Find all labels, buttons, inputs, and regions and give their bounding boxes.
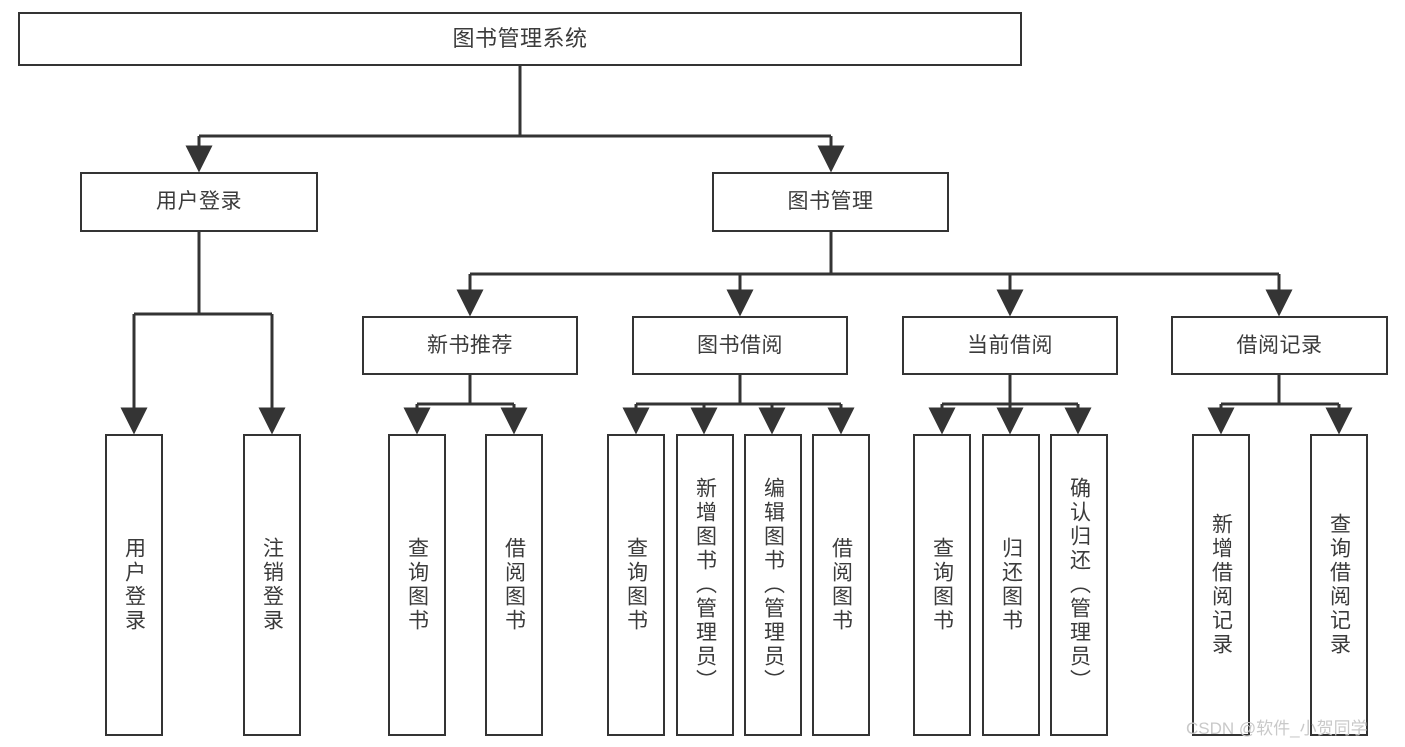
node-leaf-borrow-book-1-label: 借阅图书	[502, 537, 526, 633]
node-leaf-query-book-2[interactable]: 查询图书	[607, 434, 665, 736]
node-user-login-label: 用户登录	[156, 190, 242, 214]
node-leaf-query-record-label: 查询借阅记录	[1327, 513, 1351, 657]
node-leaf-return-book[interactable]: 归还图书	[982, 434, 1040, 736]
node-leaf-confirm-return[interactable]: 确认归还（管理员）	[1050, 434, 1108, 736]
node-leaf-borrow-book-1[interactable]: 借阅图书	[485, 434, 543, 736]
node-leaf-add-record[interactable]: 新增借阅记录	[1192, 434, 1250, 736]
node-leaf-borrow-book-2-label: 借阅图书	[829, 537, 853, 633]
node-leaf-query-book-1[interactable]: 查询图书	[388, 434, 446, 736]
node-leaf-query-book-2-label: 查询图书	[624, 537, 648, 633]
node-book-borrow[interactable]: 图书借阅	[632, 316, 848, 375]
node-book-manage[interactable]: 图书管理	[712, 172, 949, 232]
node-root[interactable]: 图书管理系统	[18, 12, 1022, 66]
node-leaf-query-book-3[interactable]: 查询图书	[913, 434, 971, 736]
node-leaf-edit-book-label: 编辑图书（管理员）	[761, 477, 785, 693]
node-leaf-borrow-book-2[interactable]: 借阅图书	[812, 434, 870, 736]
node-leaf-add-book-label: 新增图书（管理员）	[693, 477, 717, 693]
node-leaf-edit-book[interactable]: 编辑图书（管理员）	[744, 434, 802, 736]
node-leaf-logout-label: 注销登录	[260, 537, 284, 633]
node-leaf-return-book-label: 归还图书	[999, 537, 1023, 633]
node-user-login[interactable]: 用户登录	[80, 172, 318, 232]
node-new-book-recommend-label: 新书推荐	[427, 333, 513, 357]
node-leaf-add-record-label: 新增借阅记录	[1209, 513, 1233, 657]
node-root-label: 图书管理系统	[452, 25, 588, 51]
node-book-manage-label: 图书管理	[787, 190, 874, 214]
node-leaf-logout[interactable]: 注销登录	[243, 434, 301, 736]
node-leaf-query-book-1-label: 查询图书	[405, 537, 429, 633]
node-leaf-add-book[interactable]: 新增图书（管理员）	[676, 434, 734, 736]
node-leaf-user-login[interactable]: 用户登录	[105, 434, 163, 736]
node-current-borrow-label: 当前借阅	[967, 333, 1053, 357]
node-leaf-query-record[interactable]: 查询借阅记录	[1310, 434, 1368, 736]
node-current-borrow[interactable]: 当前借阅	[902, 316, 1118, 375]
node-book-borrow-label: 图书借阅	[697, 333, 783, 357]
node-new-book-recommend[interactable]: 新书推荐	[362, 316, 578, 375]
node-leaf-confirm-return-label: 确认归还（管理员）	[1067, 477, 1091, 693]
node-leaf-user-login-label: 用户登录	[122, 537, 146, 633]
csdn-watermark: CSDN @软件_小贺同学	[1186, 719, 1368, 738]
node-borrow-record-label: 借阅记录	[1236, 333, 1323, 357]
node-borrow-record[interactable]: 借阅记录	[1171, 316, 1388, 375]
node-leaf-query-book-3-label: 查询图书	[930, 537, 954, 633]
